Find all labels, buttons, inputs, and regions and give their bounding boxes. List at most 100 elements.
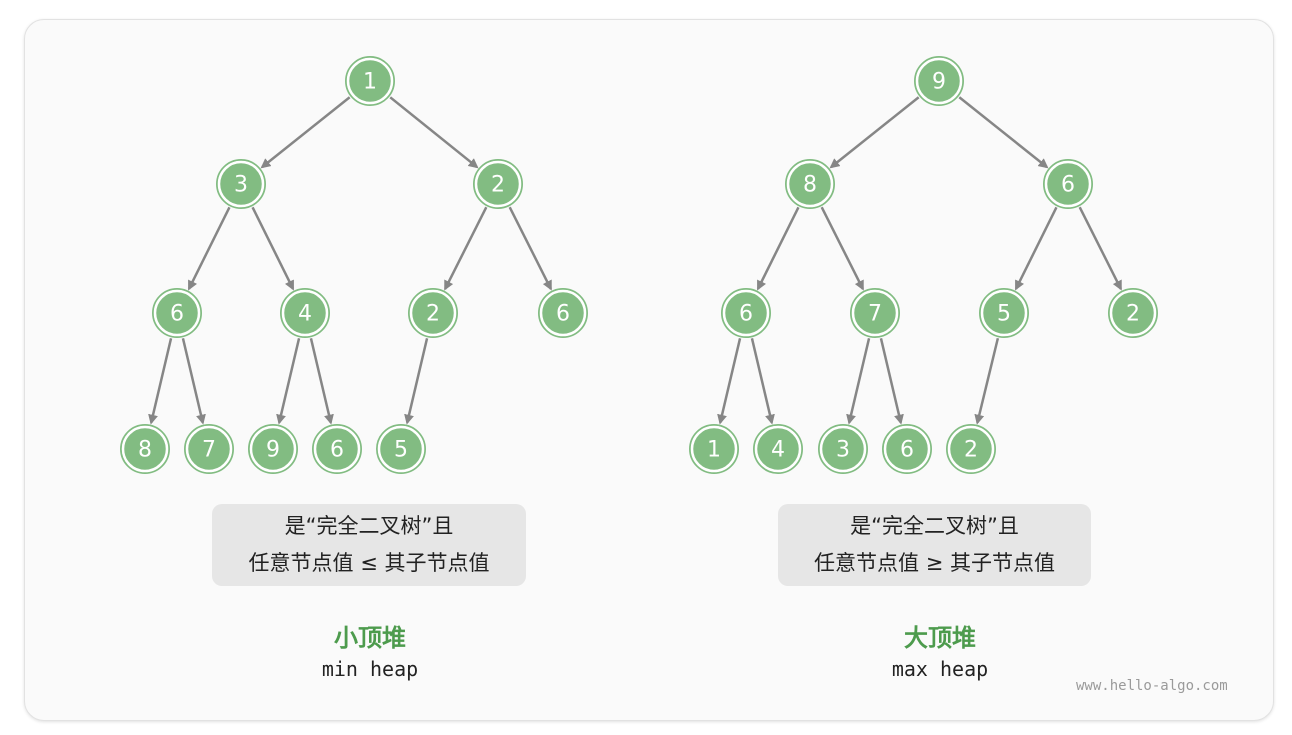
max-heap-node-5: 5 [979,288,1029,338]
min-heap-edge-1-3 [187,206,231,291]
max-heap-node-circle [754,425,802,473]
max-heap-node-11: 2 [946,424,996,474]
min-heap-node-border [312,424,362,474]
min-heap-node-circle [346,57,394,105]
max-heap-edge-3-8 [750,338,775,425]
min-heap-node-circle [217,160,265,208]
max-heap-subtitle: max heap [891,657,989,681]
min-heap-node-label: 4 [298,302,312,327]
watermark-text: www.hello-algo.com [1076,678,1228,694]
min-heap-node-circle [474,160,522,208]
max-heap-edge-1-4 [820,206,864,291]
max-heap-desc-line1: 是“完全二叉树”且 [850,514,1019,538]
max-heap-node-border [979,288,1029,338]
min-heap-node-label: 6 [556,302,570,327]
min-heap-node-8: 7 [184,424,234,474]
max-heap-node-circle [851,289,899,337]
min-heap-node-9: 9 [248,424,298,474]
max-heap-node-border [721,288,771,338]
min-heap-node-label: 3 [234,173,248,198]
min-heap-edge-1-4 [251,206,295,291]
min-heap-node-circle [313,425,361,473]
max-heap-node-border [689,424,739,474]
max-heap-node-circle [1109,289,1157,337]
max-heap-node-label: 6 [1061,173,1075,198]
max-heap-node-circle [947,425,995,473]
min-heap-node-5: 2 [408,288,458,338]
max-heap-node-2: 6 [1043,159,1093,209]
min-heap-node-label: 7 [202,438,216,463]
min-heap-node-0: 1 [345,56,395,106]
max-heap-node-circle [786,160,834,208]
min-heap-node-3: 6 [152,288,202,338]
min-heap-node-10: 6 [312,424,362,474]
min-heap-node-7: 8 [120,424,170,474]
max-heap-node-label: 2 [964,438,978,463]
max-heap-node-circle [1044,160,1092,208]
max-heap-node-8: 4 [753,424,803,474]
min-heap-edge-5-11 [404,338,429,425]
max-heap-node-border [882,424,932,474]
min-heap-edge-0-1 [260,96,351,169]
min-heap-node-border [538,288,588,338]
min-heap-node-circle [153,289,201,337]
max-heap-node-1: 8 [785,159,835,209]
min-heap-node-circle [185,425,233,473]
min-heap-node-circle [377,425,425,473]
min-heap-node-2: 2 [473,159,523,209]
min-heap-node-circle [539,289,587,337]
max-heap-node-3: 6 [721,288,771,338]
max-heap-node-border [818,424,868,474]
max-heap-node-circle [980,289,1028,337]
max-heap-node-circle [819,425,867,473]
min-heap-edge-3-7 [148,338,173,425]
max-heap-edge-5-11 [974,337,1000,425]
min-heap-node-circle [249,425,297,473]
min-heap-node-border [280,288,330,338]
max-heap-node-4: 7 [850,288,900,338]
max-heap-edge-1-3 [756,206,800,291]
min-heap-node-border [248,424,298,474]
max-heap-node-circle [883,425,931,473]
min-heap-node-label: 6 [330,438,344,463]
max-heap-node-label: 1 [707,438,721,463]
max-heap-node-circle [690,425,738,473]
min-heap-node-1: 3 [216,159,266,209]
max-heap-node-10: 6 [882,424,932,474]
min-heap-edge-3-8 [181,338,206,425]
min-heap-node-label: 2 [426,302,440,327]
max-heap-node-label: 4 [771,438,785,463]
min-heap-node-border [152,288,202,338]
max-heap-node-6: 2 [1108,288,1158,338]
max-heap-node-label: 6 [900,438,914,463]
min-heap-node-circle [281,289,329,337]
min-heap-node-label: 2 [491,173,505,198]
max-heap-node-border [1043,159,1093,209]
max-heap-node-border [850,288,900,338]
min-heap-node-label: 1 [363,70,377,95]
min-heap-node-11: 5 [376,424,426,474]
min-heap-tree: 1 3 2 6 4 2 6 8 7 9 6 5 [120,56,588,474]
min-heap-description: 是“完全二叉树”且 任意节点值 ≤ 其子节点值 [212,504,526,586]
max-heap-node-label: 8 [803,173,817,198]
max-heap-node-label: 3 [836,438,850,463]
max-heap-edge-0-1 [829,96,920,169]
max-heap-node-border [1108,288,1158,338]
min-heap-node-border [473,159,523,209]
min-heap-node-border [216,159,266,209]
min-heap-edge-2-5 [444,206,488,291]
min-heap-subtitle: min heap [321,657,419,681]
max-heap-node-label: 9 [932,70,946,95]
min-heap-node-border [345,56,395,106]
min-heap-edge-2-6 [508,206,552,291]
max-heap-node-label: 5 [997,302,1011,327]
max-heap-node-circle [722,289,770,337]
max-heap-description: 是“完全二叉树”且 任意节点值 ≥ 其子节点值 [778,504,1091,586]
max-heap-node-label: 7 [868,302,882,327]
max-heap-node-0: 9 [914,56,964,106]
max-heap-edge-4-10 [879,338,904,425]
max-heap-tree: 9 8 6 6 7 5 2 1 4 3 6 2 [689,56,1158,474]
max-heap-title: 大顶堆 [904,624,976,652]
max-heap-edge-3-7 [717,338,742,425]
